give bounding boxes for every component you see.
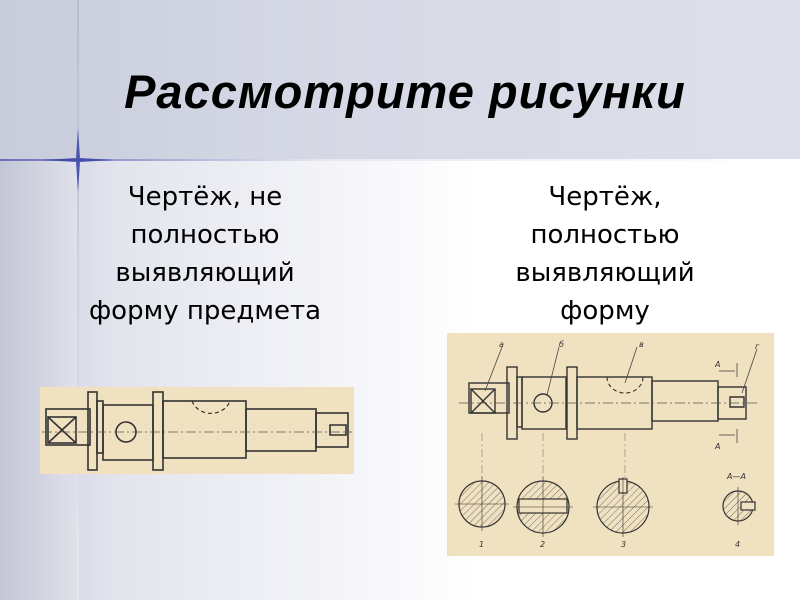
right-caption: Чертёж, полностью выявляющий форму: [470, 178, 740, 330]
right-caption-line: форму: [560, 296, 650, 326]
section-number-3: 3: [621, 540, 626, 549]
shaft-drawing-complete: а б в г А А: [447, 333, 774, 556]
section-number-2: 2: [540, 540, 545, 549]
vertical-decor-line: [77, 0, 79, 600]
right-caption-line: выявляющий: [515, 258, 695, 288]
callout-v: в: [639, 340, 644, 349]
horizontal-decor-line: [0, 159, 800, 161]
shaft-drawing-incomplete: [40, 387, 354, 474]
section-mark-bottom: А: [714, 442, 720, 451]
left-caption-line: Чертёж, не: [127, 182, 283, 212]
left-caption: Чертёж, не полностью выявляющий форму пр…: [50, 178, 360, 330]
left-caption-line: выявляющий: [115, 258, 295, 288]
left-decor-strip: [0, 160, 78, 600]
right-caption-line: полностью: [530, 220, 680, 250]
callout-a: а: [499, 340, 504, 349]
left-caption-line: полностью: [130, 220, 280, 250]
section-title: А—А: [726, 472, 746, 481]
callout-b: б: [559, 340, 564, 349]
right-caption-line: Чертёж,: [548, 182, 662, 212]
callout-g: г: [755, 342, 760, 351]
left-caption-line: форму предмета: [88, 296, 322, 326]
sparkle-icon: [42, 128, 114, 192]
section-number-4: 4: [735, 540, 740, 549]
section-number-1: 1: [479, 540, 484, 549]
shaft-drawing-complete-svg: а б в г А А: [455, 340, 760, 549]
slide-title: Рассмотрите рисунки: [124, 65, 686, 118]
section-mark-top: А: [714, 360, 720, 369]
title-band: [0, 0, 800, 160]
shaft-drawing-incomplete-svg: [42, 391, 352, 471]
